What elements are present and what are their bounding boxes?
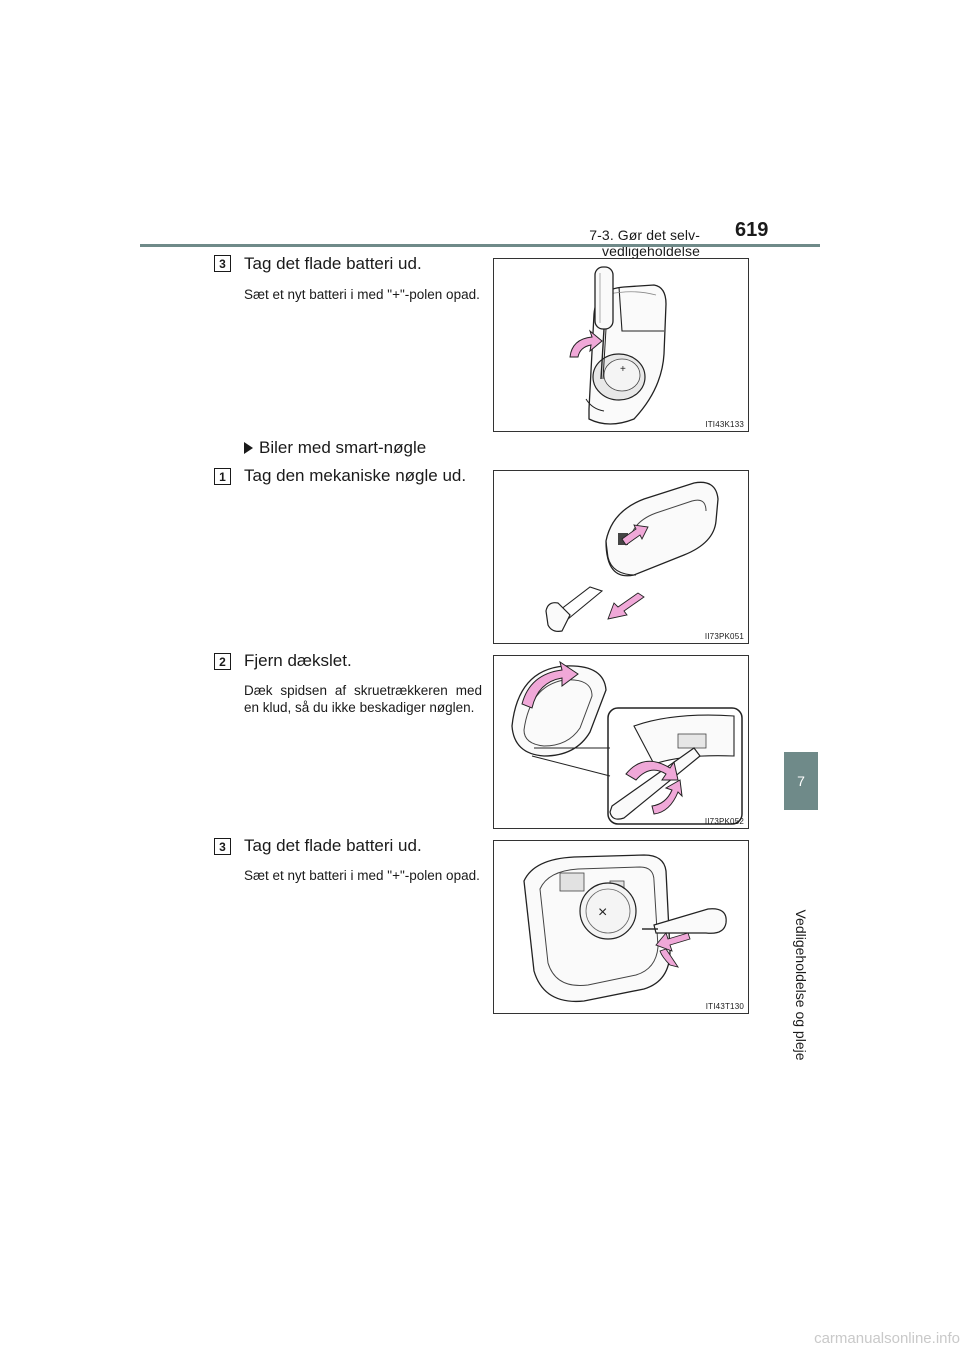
step-badge: 3 <box>214 838 231 855</box>
step-note: Dæk spidsen af skruetrækkeren med en klu… <box>244 683 482 715</box>
step-note: Sæt et nyt batteri i med "+"-polen opad. <box>244 868 480 883</box>
figure-code: ITI43K133 <box>705 420 744 429</box>
chapter-tab[interactable]: 7 <box>784 752 818 810</box>
battery-plus-glyph: + <box>620 364 626 375</box>
page-number: 619 <box>735 219 769 241</box>
step-title: Tag det flade batteri ud. <box>244 254 422 273</box>
smart-key-illustration <box>545 481 719 632</box>
section-title: 7-3. Gør det selv-vedligeholdelse <box>589 227 700 259</box>
step-badge: 1 <box>214 468 231 485</box>
step-title: Tag det flade batteri ud. <box>244 836 422 855</box>
battery-cross-glyph: × <box>598 904 607 921</box>
triangle-bullet-icon <box>244 442 253 454</box>
step-badge: 2 <box>214 653 231 670</box>
step-title: Tag den mekaniske nøgle ud. <box>244 466 467 485</box>
figure-code: II73PK051 <box>704 632 744 641</box>
cover-removal-illustration <box>511 660 743 825</box>
step-badge: 3 <box>214 255 231 272</box>
figure-remove-battery-smart: × ITI43T130 <box>493 840 749 1014</box>
chapter-number: 7 <box>797 773 805 789</box>
watermark: carmanualsonline.info <box>814 1330 960 1347</box>
figure-remove-battery: + ITI43K133 <box>493 258 749 432</box>
key-battery-illustration: + <box>569 266 667 425</box>
step-title: Fjern dækslet. <box>244 651 352 670</box>
chapter-title: Vedligeholdelse og pleje <box>793 909 809 1061</box>
figure-remove-cover: II73PK052 <box>493 655 749 829</box>
header-divider <box>140 244 820 247</box>
figure-remove-mechanical-key: II73PK051 <box>493 470 749 644</box>
subheading-text: Biler med smart-nøgle <box>259 438 427 457</box>
smart-key-battery-illustration: × <box>523 854 727 1003</box>
step-note: Sæt et nyt batteri i med "+"-polen opad. <box>244 287 480 302</box>
figure-code: II73PK052 <box>704 817 744 826</box>
subheading-smart-key: Biler med smart-nøgle <box>244 438 426 458</box>
figure-code: ITI43T130 <box>705 1002 744 1011</box>
